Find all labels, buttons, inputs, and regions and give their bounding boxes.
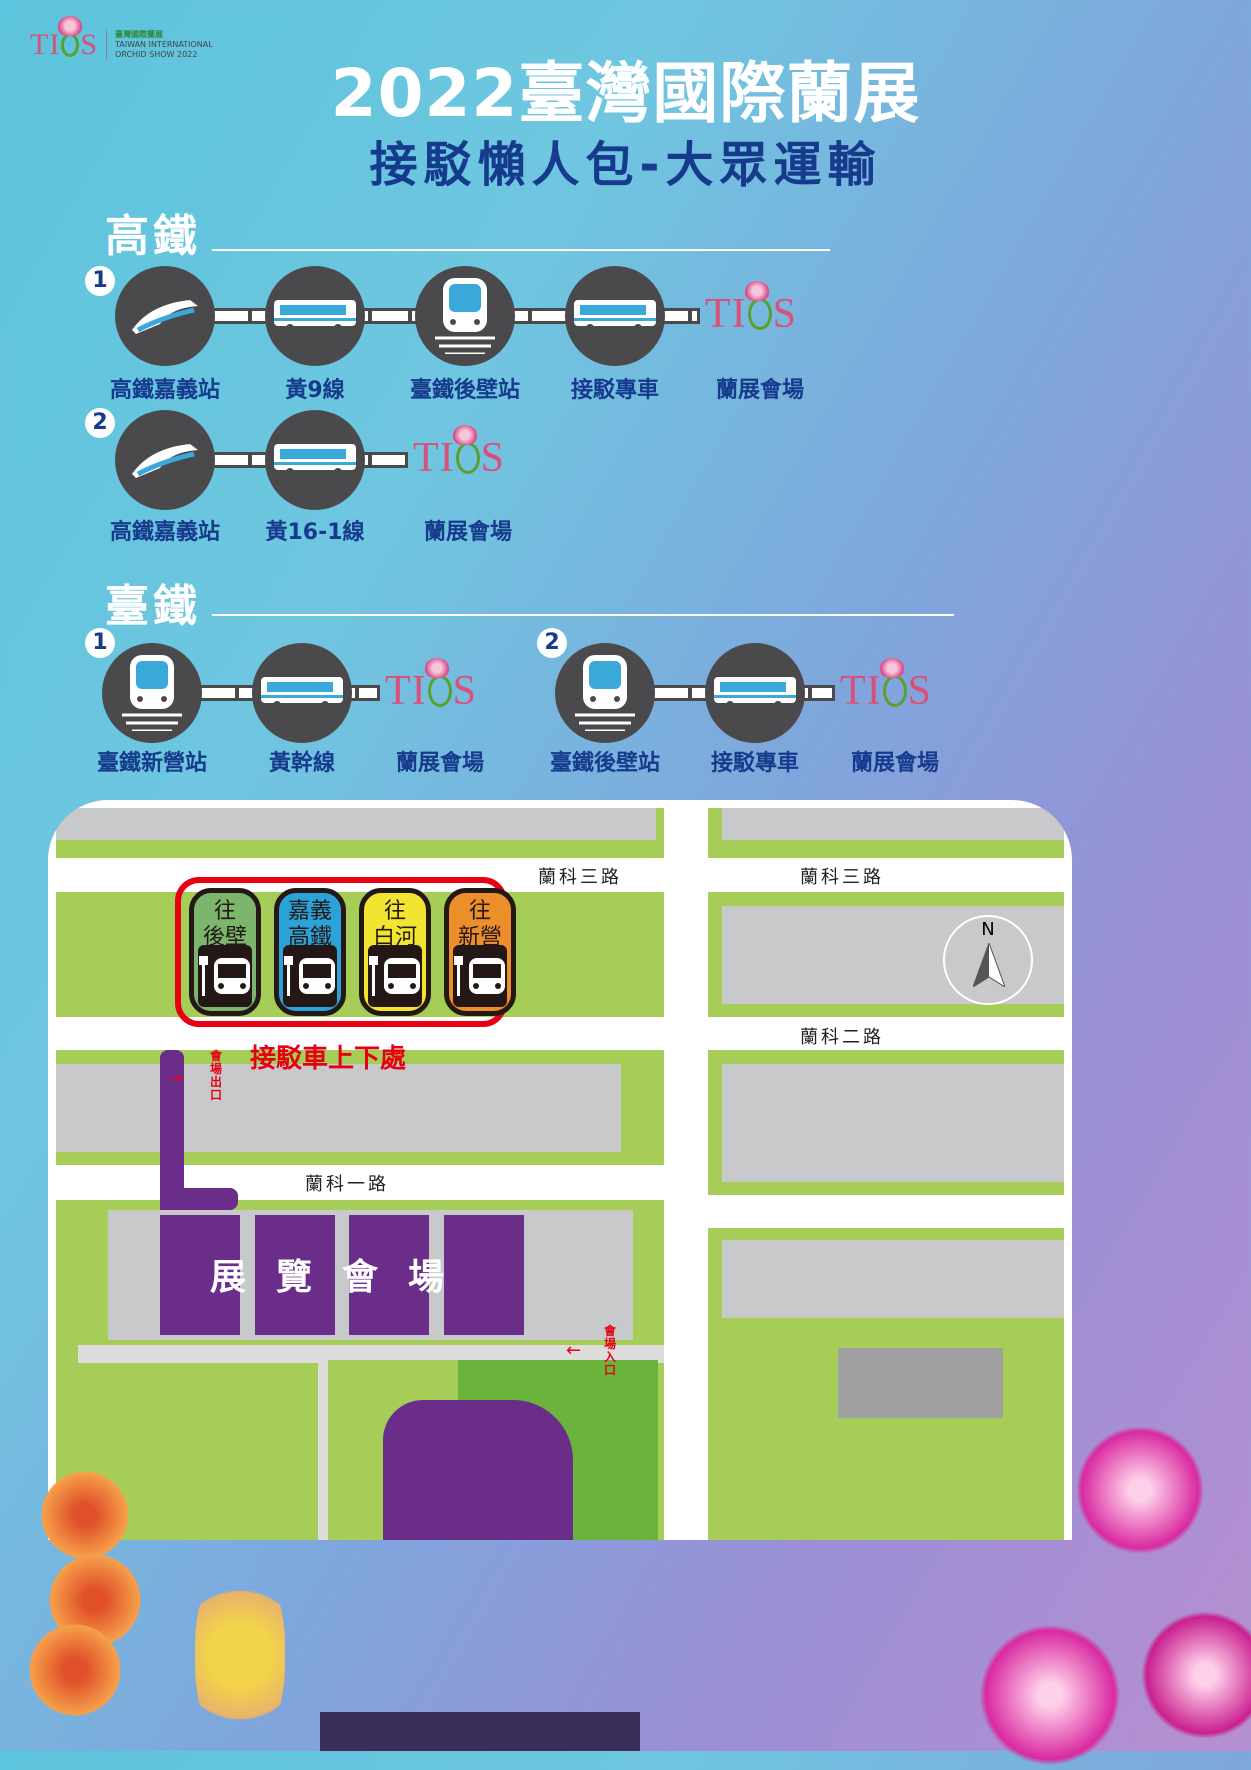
stop-label: 高鐵嘉義站 [109, 378, 220, 403]
stop-label: 接駁專車 [570, 378, 659, 403]
route-number-badge: 2 [85, 408, 115, 438]
venue-hall [444, 1215, 524, 1335]
section-heading-hsr: 高鐵 [105, 211, 201, 262]
shuttle-stop-label: 接駁車上下處 [250, 1044, 407, 1074]
venue-hall [160, 1215, 240, 1335]
bus-stop-sign: 嘉義高鐵 [274, 888, 346, 1016]
bus-icon [252, 643, 352, 743]
stop-label: 臺鐵後壁站 [409, 378, 520, 403]
orchid-decoration [960, 1620, 1140, 1770]
tra-train-icon [102, 643, 202, 743]
tra-train-icon [555, 643, 655, 743]
logo-name-en-2: ORCHID SHOW 2022 [115, 50, 198, 59]
stop-label: 黃幹線 [268, 751, 335, 776]
bus-stop-icon [198, 945, 252, 1007]
bus-stop-icon [283, 945, 337, 1007]
section-heading-tra: 臺鐵 [105, 581, 201, 632]
stop-label: 接駁專車 [710, 751, 799, 776]
venue-label: 展覽會場 [209, 1257, 474, 1298]
logo-name-zh: 臺灣國際蘭展 [115, 30, 164, 39]
green-block [708, 808, 1064, 858]
bus-icon [265, 410, 365, 510]
north-compass-icon: N [943, 915, 1033, 1005]
page-title: 2022臺灣國際蘭展 [330, 55, 921, 132]
bus-stop-destination: 嘉義 [287, 899, 332, 924]
green-block [708, 1050, 1064, 1195]
divider [212, 249, 830, 251]
divider [212, 614, 954, 616]
green-block [56, 808, 664, 858]
route-number-badge: 1 [85, 628, 115, 658]
bus-stop-destination: 往 [213, 899, 236, 924]
route-number-badge: 1 [85, 266, 115, 296]
stop-label: 蘭展會場 [715, 378, 804, 403]
stop-label: 蘭展會場 [850, 751, 939, 776]
bus-icon [265, 266, 365, 366]
bus-stop-destination: 往 [468, 899, 491, 924]
road-label: 蘭科二路 [800, 1027, 884, 1048]
bus-stop-sign: 往後壁 [189, 888, 261, 1016]
bus-stop-icon [453, 945, 507, 1007]
page-subtitle: 接駁懶人包-大眾運輸 [369, 137, 882, 193]
road-label: 蘭科三路 [538, 867, 622, 888]
venue-map: 蘭科三路 蘭科三路 蘭科二路 蘭科一路 → 會場出口 展覽會場 ← 會場入口 往… [48, 800, 1072, 1540]
road-label: 蘭科一路 [305, 1174, 389, 1195]
bus-icon [705, 643, 805, 743]
arrow-right-icon: → [168, 1068, 184, 1089]
hsr-train-icon [115, 266, 215, 366]
stop-label: 臺鐵新營站 [96, 751, 207, 776]
bus-icon [565, 266, 665, 366]
iris-decoration [195, 1560, 285, 1750]
orchid-decoration [30, 1470, 140, 1560]
venue-hall [349, 1215, 429, 1335]
green-block [56, 1050, 664, 1165]
orchid-decoration [20, 1620, 130, 1720]
bus-stop-icon [368, 945, 422, 1007]
road-label: 蘭科三路 [800, 867, 884, 888]
exit-path [160, 1050, 184, 1210]
entrance-label: 會場入口 [604, 1324, 617, 1377]
stop-label: 臺鐵後壁站 [549, 751, 660, 776]
route-number-badge: 2 [537, 628, 567, 658]
north-label: N [981, 919, 995, 940]
bus-stop-sign: 往白河 [359, 888, 431, 1016]
orchid-decoration [1060, 1420, 1220, 1560]
green-block [708, 1228, 1064, 1540]
arrow-left-icon: ← [566, 1340, 582, 1361]
stop-label: 黃16-1線 [265, 520, 365, 545]
orchid-decoration [1130, 1600, 1251, 1750]
stop-label: 蘭展會場 [395, 751, 484, 776]
stop-label: 高鐵嘉義站 [109, 520, 220, 545]
bus-stop-destination: 往 [383, 899, 406, 924]
exit-label: 會場出口 [210, 1049, 223, 1102]
stop-label: 蘭展會場 [423, 520, 512, 545]
tra-train-icon [415, 266, 515, 366]
bus-stop-sign: 往新營 [444, 888, 516, 1016]
stop-label: 黃9線 [285, 378, 345, 403]
logo-name-en: TAIWAN INTERNATIONAL [115, 40, 213, 49]
venue-hall [255, 1215, 335, 1335]
building [383, 1400, 573, 1540]
hsr-train-icon [115, 410, 215, 510]
